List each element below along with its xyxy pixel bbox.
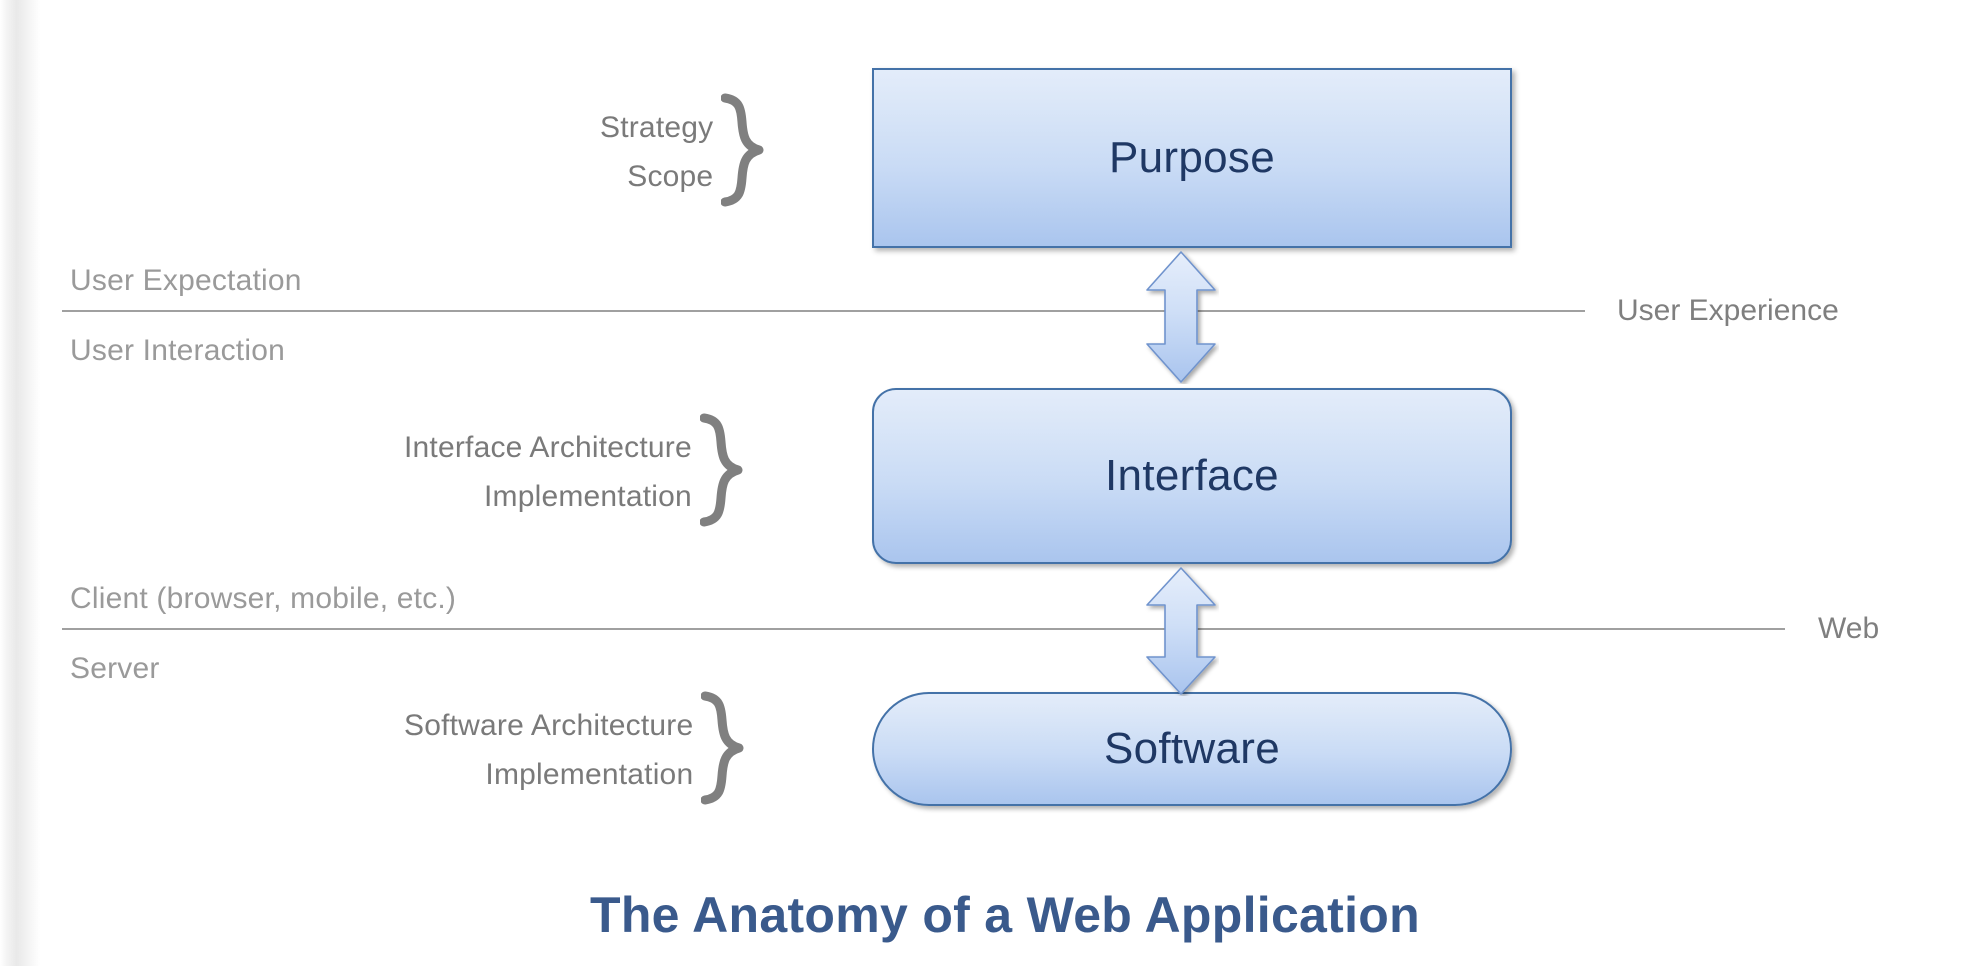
brace-label-software-implementation: Implementation <box>485 757 694 791</box>
brace-label-software-architecture: Software Architecture <box>404 708 694 742</box>
layer-label-user-interaction: User Interaction <box>70 334 285 367</box>
node-interface[interactable]: Interface <box>872 388 1512 564</box>
boundary-line-web <box>62 628 1785 630</box>
brace-labels-interface: Interface Architecture Implementation <box>404 424 692 521</box>
double-arrow-icon-interface-software <box>1143 566 1219 696</box>
node-label-interface: Interface <box>1105 451 1279 500</box>
brace-labels-software: Software Architecture Implementation <box>404 702 693 799</box>
brace-group-interface: Interface Architecture Implementation <box>404 412 744 533</box>
curly-brace-icon <box>720 92 765 213</box>
double-arrow-icon-purpose-interface <box>1143 250 1219 384</box>
node-label-purpose: Purpose <box>1109 133 1275 182</box>
curly-brace-icon <box>700 690 745 811</box>
layer-label-server: Server <box>70 652 160 685</box>
brace-group-software: Software Architecture Implementation <box>404 690 745 811</box>
brace-label-scope: Scope <box>627 159 714 193</box>
brace-label-strategy: Strategy <box>600 110 714 144</box>
node-label-software: Software <box>1103 724 1281 773</box>
node-purpose[interactable]: Purpose <box>872 68 1512 248</box>
layer-label-client: Client (browser, mobile, etc.) <box>70 582 457 615</box>
brace-group-purpose: Strategy Scope <box>600 92 765 213</box>
boundary-label-user-experience: User Experience <box>1617 294 1839 327</box>
brace-label-interface-implementation: Implementation <box>483 479 692 513</box>
boundary-line-user-experience <box>62 310 1585 312</box>
brace-label-interface-architecture: Interface Architecture <box>404 430 692 464</box>
curly-brace-icon <box>699 412 744 533</box>
boundary-label-web: Web <box>1818 612 1880 645</box>
page-edge-shadow <box>0 0 40 966</box>
layer-label-user-expectation: User Expectation <box>70 264 302 297</box>
node-software[interactable]: Software <box>872 692 1512 806</box>
brace-labels-purpose: Strategy Scope <box>600 104 713 201</box>
page-title: The Anatomy of a Web Application <box>589 887 1420 943</box>
